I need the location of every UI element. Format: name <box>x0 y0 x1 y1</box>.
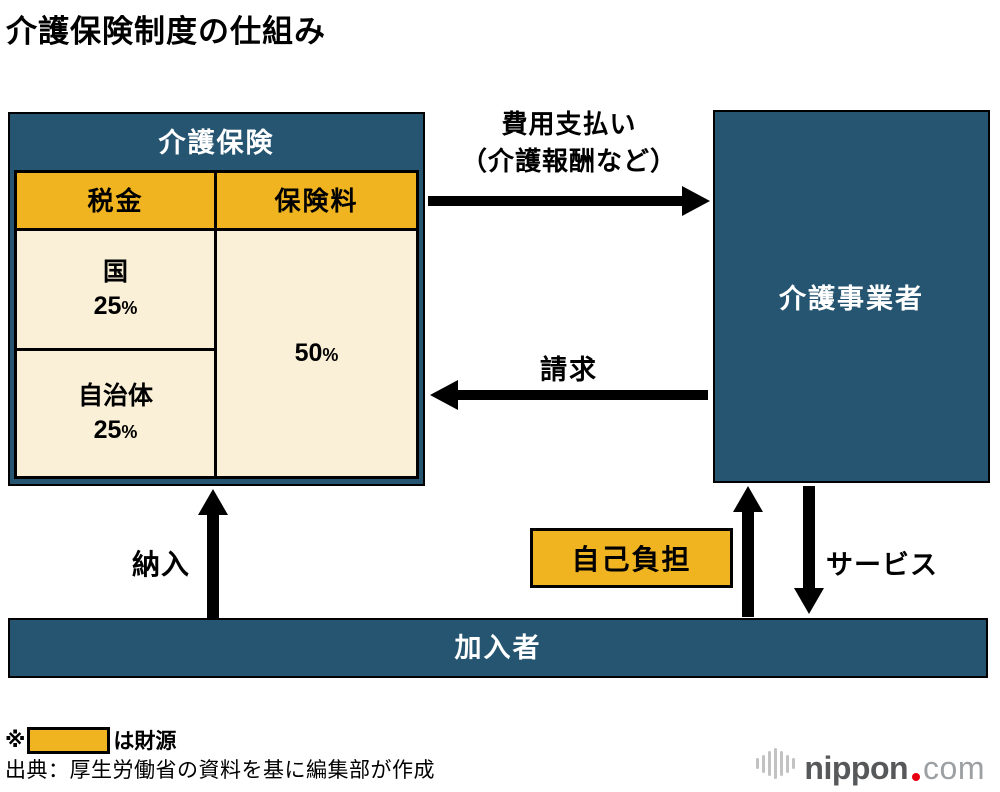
funding-header-tax: 税金 <box>17 173 217 231</box>
service-arrow-label: サービス <box>826 550 938 580</box>
insurance-box-label: 介護保険 <box>158 128 275 158</box>
self-pay-arrow-up-icon <box>733 486 763 617</box>
nippon-com-logo: nippon com <box>755 748 985 786</box>
logo-tld-text: com <box>923 750 985 786</box>
funding-cell-national: 国 25% <box>17 231 217 351</box>
contribution-arrow-label: 納入 <box>131 549 190 580</box>
insurance-box: 介護保険 税金 保険料 国 25% 自治体 25% 50% <box>8 112 425 486</box>
members-box: 加入者 <box>8 618 988 678</box>
funding-cell-national-share: 25% <box>93 291 138 320</box>
contribution-arrow-up-icon <box>198 489 228 618</box>
payment-arrow-right-icon <box>428 186 710 216</box>
funding-cell-national-name: 国 <box>102 257 128 286</box>
legend-note-text: は財源 <box>113 730 177 753</box>
members-box-label: 加入者 <box>454 633 542 663</box>
legend-note: ※ は財源 <box>5 725 176 755</box>
page-title: 介護保険制度の仕組み <box>6 14 326 49</box>
soundwave-bars-icon <box>755 748 796 779</box>
source-note: 出典：厚生労働省の資料を基に編集部が作成 <box>5 759 435 782</box>
self-pay-box: 自己負担 <box>530 528 733 588</box>
funding-cell-municipal-name: 自治体 <box>77 381 153 410</box>
claim-arrow-label: 請求 <box>540 355 598 385</box>
claim-arrow-left-icon <box>430 380 708 410</box>
payment-arrow-label: 費用支払い （介護報酬など） <box>460 109 677 176</box>
funding-cell-premium-share: 50% <box>294 338 339 367</box>
logo-red-dot-icon <box>912 773 921 781</box>
provider-box: 介護事業者 <box>713 110 990 483</box>
legend-gold-swatch <box>27 726 111 754</box>
self-pay-box-label: 自己負担 <box>571 544 692 575</box>
provider-box-label: 介護事業者 <box>779 284 924 314</box>
funding-cell-municipal: 自治体 25% <box>17 351 217 476</box>
funding-header-premium: 保険料 <box>217 173 416 231</box>
funding-table: 税金 保険料 国 25% 自治体 25% 50% <box>14 170 419 479</box>
logo-brand-text: nippon <box>804 750 909 786</box>
legend-note-prefix: ※ <box>5 728 26 752</box>
funding-cell-municipal-share: 25% <box>93 415 138 444</box>
service-arrow-down-icon <box>794 486 824 614</box>
